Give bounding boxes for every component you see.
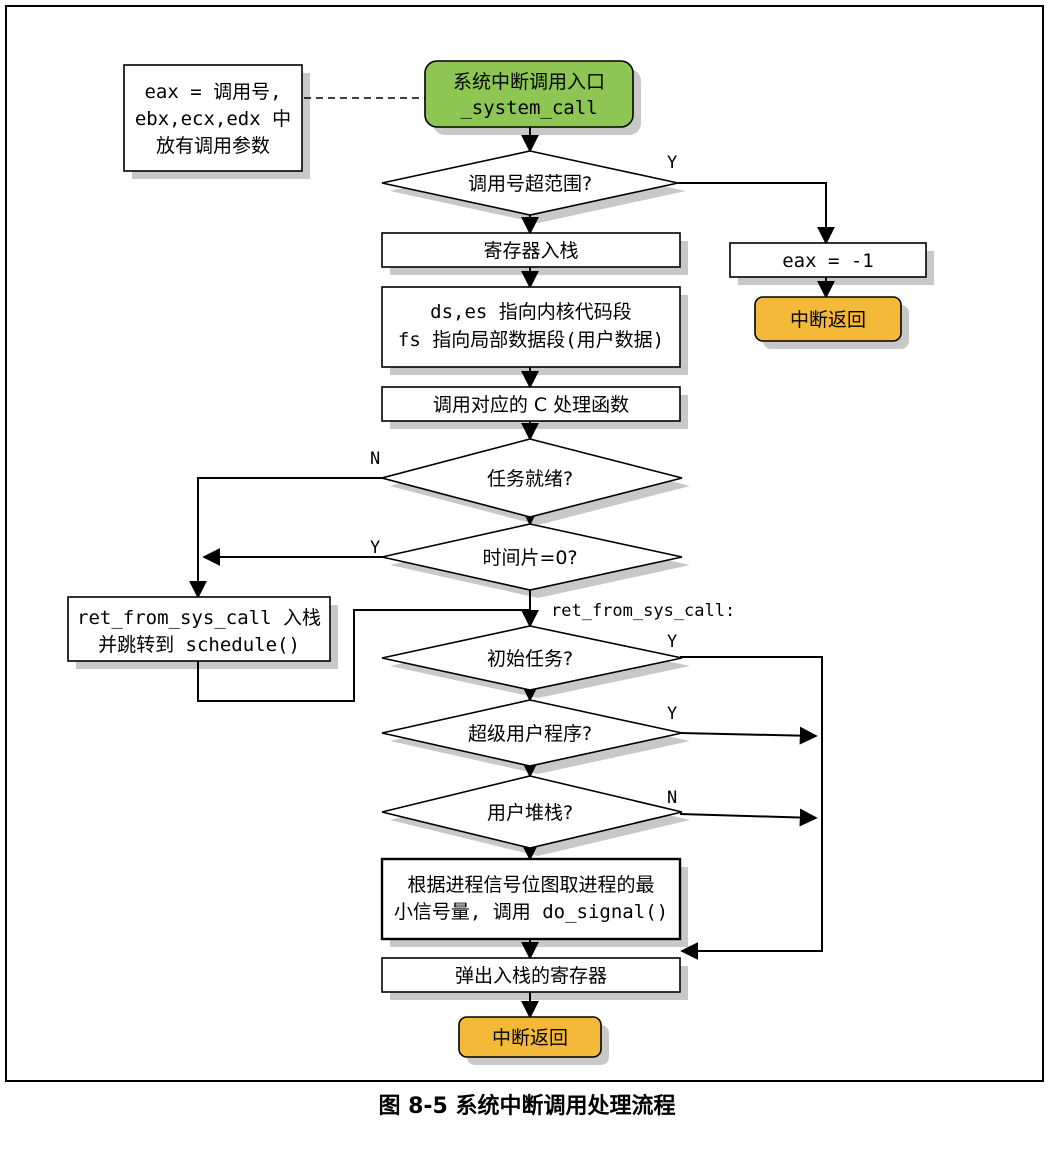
supervisor-label: 超级用户程序? bbox=[468, 723, 592, 745]
supervisor-yes-label: Y bbox=[667, 704, 677, 724]
schedule-line-1: ret_from_sys_call 入栈 bbox=[77, 607, 321, 629]
supervisor-diamond bbox=[381, 699, 683, 767]
user-stack-diamond bbox=[381, 775, 683, 849]
schedule-box bbox=[67, 596, 331, 662]
init-task-diamond bbox=[381, 625, 683, 691]
set-segments-box bbox=[381, 286, 681, 368]
call-c-box bbox=[381, 386, 681, 422]
note-line-2: ebx,ecx,edx 中 bbox=[135, 108, 291, 130]
return-error-label: 中断返回 bbox=[790, 309, 866, 331]
pop-regs-box bbox=[381, 957, 681, 993]
schedule-line-2: 并跳转到 schedule() bbox=[98, 634, 300, 656]
timeslice-label: 时间片=0? bbox=[482, 547, 577, 569]
timeslice-yes-label: Y bbox=[370, 538, 380, 558]
note-box bbox=[123, 64, 303, 172]
task-ready-no-label: N bbox=[370, 449, 380, 469]
note-line-3: 放有调用参数 bbox=[156, 135, 270, 157]
check-range-diamond bbox=[381, 150, 679, 216]
do-signal-line-1: 根据进程信号位图取进程的最 bbox=[407, 874, 654, 896]
return-error-box bbox=[754, 296, 902, 342]
push-regs-label: 寄存器入栈 bbox=[483, 240, 578, 262]
task-ready-label: 任务就绪? bbox=[487, 468, 573, 490]
ret-from-sys-call-label: ret_from_sys_call: bbox=[551, 601, 735, 621]
return-main-label: 中断返回 bbox=[492, 1027, 568, 1049]
check-range-label: 调用号超范围? bbox=[468, 173, 592, 195]
check-range-yes-label: Y bbox=[667, 153, 677, 173]
push-regs-box bbox=[381, 232, 681, 268]
user-stack-no-label: N bbox=[667, 788, 677, 808]
entry-symbol: _system_call bbox=[460, 97, 597, 119]
do-signal-line-2: 小信号量, 调用 do_signal() bbox=[394, 901, 668, 923]
timeslice-diamond bbox=[381, 523, 683, 591]
task-ready-diamond bbox=[378, 438, 683, 518]
init-task-label: 初始任务? bbox=[487, 648, 573, 670]
return-main-box bbox=[458, 1016, 602, 1058]
entry-title: 系统中断调用入口 bbox=[453, 71, 605, 93]
figure-caption: 图 8-5 系统中断调用处理流程 bbox=[378, 1094, 676, 1119]
eax-neg-box bbox=[729, 242, 927, 278]
do-signal-box bbox=[380, 857, 682, 941]
call-c-label: 调用对应的 C 处理函数 bbox=[433, 394, 629, 416]
set-segments-line-2: fs 指向局部数据段(用户数据) bbox=[398, 329, 664, 351]
pop-regs-label: 弹出入栈的寄存器 bbox=[455, 965, 607, 987]
eax-neg-label: eax = -1 bbox=[782, 250, 874, 272]
entry-box bbox=[424, 60, 634, 128]
set-segments-line-1: ds,es 指向内核代码段 bbox=[430, 301, 632, 323]
diagram-frame bbox=[5, 5, 1044, 1082]
user-stack-label: 用户堆栈? bbox=[487, 802, 573, 824]
init-task-yes-label: Y bbox=[667, 632, 677, 652]
flowchart: eax = 调用号, ebx,ecx,edx 中 放有调用参数 系统中断调用入口… bbox=[67, 60, 934, 1065]
note-line-1: eax = 调用号, bbox=[144, 81, 281, 103]
